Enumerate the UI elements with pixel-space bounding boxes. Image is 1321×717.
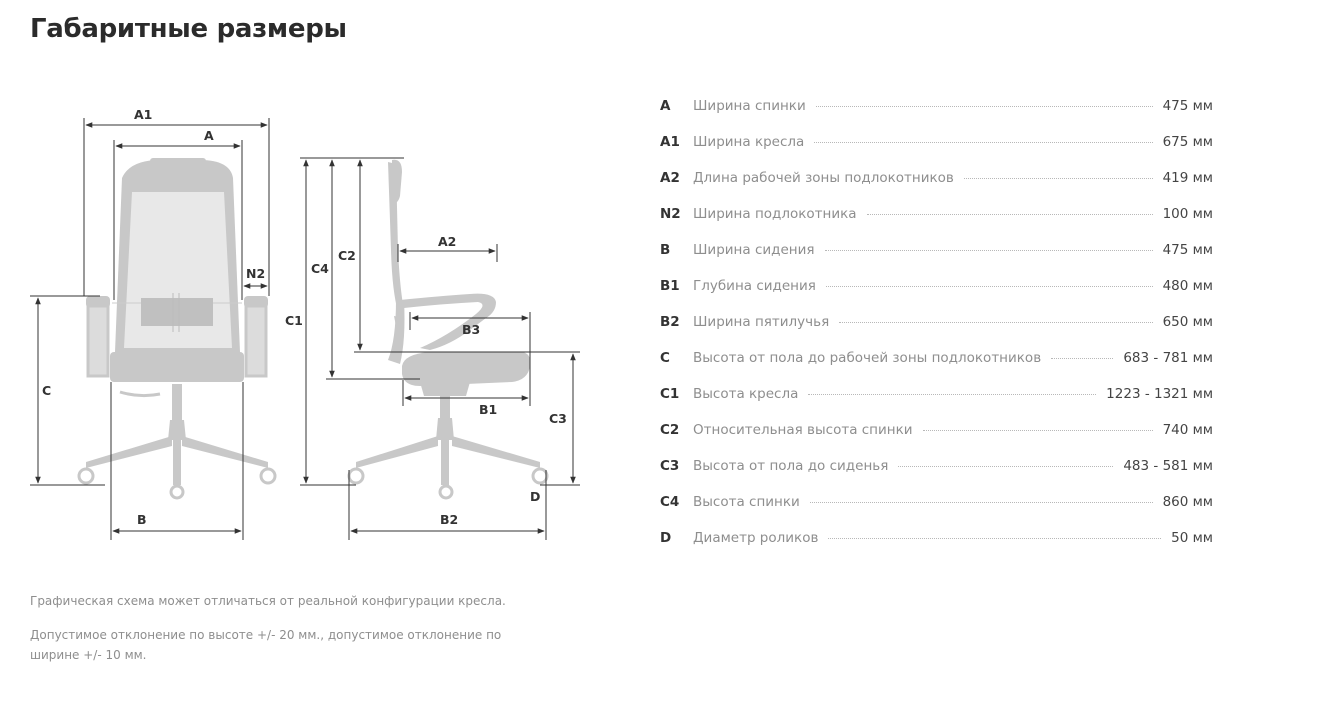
- label-C4: C4: [311, 261, 329, 276]
- spec-code: C4: [660, 494, 680, 510]
- spec-code: A1: [660, 134, 680, 150]
- spec-name: Ширина подлокотника: [693, 206, 857, 222]
- spec-code: A: [660, 98, 671, 114]
- label-A: A: [204, 128, 214, 143]
- label-C3: C3: [549, 411, 567, 426]
- side-armrest: [400, 293, 496, 350]
- spec-name: Длина рабочей зоны подлокотников: [693, 170, 954, 186]
- spec-value: 480 мм: [1162, 278, 1213, 294]
- label-C2: C2: [338, 248, 356, 263]
- spec-value: 100 мм: [1162, 206, 1213, 222]
- spec-row-C1: C1 Высота кресла 1223 - 1321 мм: [660, 386, 1213, 422]
- disclaimer-note: Графическая схема может отличаться от ре…: [30, 594, 506, 608]
- spec-row-B: B Ширина сидения 475 мм: [660, 242, 1213, 278]
- dotted-leader: [1051, 358, 1114, 359]
- dotted-leader: [866, 214, 1153, 215]
- spec-name: Глубина сидения: [693, 278, 816, 294]
- spec-name: Ширина сидения: [693, 242, 815, 258]
- label-A2: A2: [438, 234, 456, 249]
- spec-name: Диаметр роликов: [693, 530, 819, 546]
- spec-name: Высота от пола до сиденья: [693, 458, 889, 474]
- dimensions-spec-list: A Ширина спинки 475 мм A1 Ширина кресла …: [660, 98, 1213, 566]
- spec-value: 50 мм: [1171, 530, 1213, 546]
- front-view-chair: [77, 158, 277, 500]
- spec-row-A1: A1 Ширина кресла 675 мм: [660, 134, 1213, 170]
- spec-value: 419 мм: [1162, 170, 1213, 186]
- label-D: D: [530, 489, 540, 504]
- dotted-leader: [814, 142, 1153, 143]
- dotted-leader: [815, 106, 1153, 107]
- spec-row-N2: N2 Ширина подлокотника 100 мм: [660, 206, 1213, 242]
- dotted-leader: [808, 394, 1097, 395]
- spec-name: Ширина пятилучья: [693, 314, 830, 330]
- front-gas-lift: [172, 384, 182, 420]
- spec-name: Высота спинки: [693, 494, 800, 510]
- spec-code: B2: [660, 314, 680, 330]
- spec-value: 860 мм: [1162, 494, 1213, 510]
- spec-name: Высота от пола до рабочей зоны подлокотн…: [693, 350, 1042, 366]
- dotted-leader: [828, 538, 1162, 539]
- spec-row-C: C Высота от пола до рабочей зоны подлоко…: [660, 350, 1213, 386]
- spec-row-D: D Диаметр роликов 50 мм: [660, 530, 1213, 566]
- spec-value: 475 мм: [1162, 98, 1213, 114]
- tolerance-note: Допустимое отклонение по высоте +/- 20 м…: [30, 628, 502, 662]
- spec-row-C2: C2 Относительная высота спинки 740 мм: [660, 422, 1213, 458]
- dotted-leader: [963, 178, 1153, 179]
- spec-value: 483 - 581 мм: [1123, 458, 1213, 474]
- dotted-leader: [825, 286, 1153, 287]
- spec-code: C1: [660, 386, 680, 402]
- spec-value: 740 мм: [1162, 422, 1213, 438]
- side-dimensions: [300, 157, 580, 540]
- spec-row-A: A Ширина спинки 475 мм: [660, 98, 1213, 134]
- spec-name: Высота кресла: [693, 386, 799, 402]
- spec-code: C3: [660, 458, 680, 474]
- spec-row-B2: B2 Ширина пятилучья 650 мм: [660, 314, 1213, 350]
- dotted-leader: [898, 466, 1114, 467]
- spec-code: B1: [660, 278, 680, 294]
- side-view-chair: [347, 159, 549, 500]
- label-C: C: [42, 383, 51, 398]
- label-B2: B2: [440, 512, 458, 527]
- dotted-leader: [824, 250, 1153, 251]
- spec-code: N2: [660, 206, 681, 222]
- label-B: B: [137, 512, 147, 527]
- spec-code: C2: [660, 422, 680, 438]
- label-A1: A1: [134, 107, 152, 122]
- spec-row-A2: A2 Длина рабочей зоны подлокотников 419 …: [660, 170, 1213, 206]
- spec-name: Относительная высота спинки: [693, 422, 913, 438]
- spec-row-C4: C4 Высота спинки 860 мм: [660, 494, 1213, 530]
- spec-row-B1: B1 Глубина сидения 480 мм: [660, 278, 1213, 314]
- dotted-leader: [809, 502, 1153, 503]
- spec-value: 475 мм: [1162, 242, 1213, 258]
- spec-row-C3: C3 Высота от пола до сиденья 483 - 581 м…: [660, 458, 1213, 494]
- spec-code: C: [660, 350, 670, 366]
- front-seat: [110, 352, 244, 382]
- spec-code: B: [660, 242, 671, 258]
- label-N2: N2: [246, 266, 265, 281]
- label-C1: C1: [285, 313, 303, 328]
- front-dimensions: [30, 118, 270, 540]
- spec-name: Ширина спинки: [693, 98, 806, 114]
- label-B3: B3: [462, 322, 480, 337]
- label-B1: B1: [479, 402, 497, 417]
- spec-name: Ширина кресла: [693, 134, 805, 150]
- dotted-leader: [839, 322, 1153, 323]
- spec-value: 675 мм: [1162, 134, 1213, 150]
- side-backrest: [388, 162, 404, 312]
- spec-value: 1223 - 1321 мм: [1106, 386, 1213, 402]
- spec-code: A2: [660, 170, 680, 186]
- page-title: Габаритные размеры: [30, 14, 347, 44]
- chair-dimension-diagram: A1 A N2 C B: [30, 107, 580, 540]
- spec-value: 683 - 781 мм: [1123, 350, 1213, 366]
- side-seat: [402, 352, 531, 386]
- spec-value: 650 мм: [1162, 314, 1213, 330]
- dotted-leader: [922, 430, 1153, 431]
- spec-code: D: [660, 530, 672, 546]
- front-lumbar: [141, 298, 213, 326]
